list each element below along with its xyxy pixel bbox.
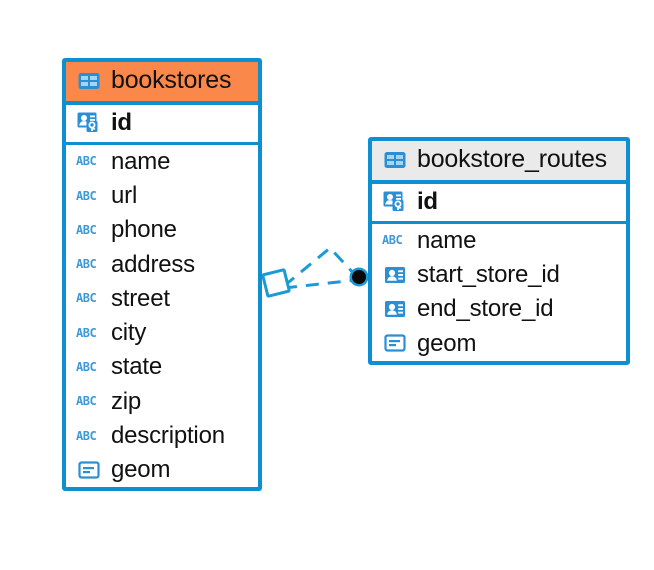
abc-text-icon: ABC	[382, 233, 403, 248]
field-name: state	[111, 353, 163, 381]
field-row-bookstores-state[interactable]: ABC state	[66, 350, 258, 385]
field-row-bookstore-routes-end-store-id[interactable]: end_store_id	[372, 292, 626, 327]
abc-text-icon: ABC	[76, 222, 97, 237]
field-name: name	[417, 226, 477, 254]
geometry-icon	[382, 330, 408, 356]
field-row-bookstore-routes-id[interactable]: id	[372, 183, 626, 224]
entity-bookstores-title: bookstores	[111, 66, 232, 94]
field-name: start_store_id	[417, 261, 560, 289]
entity-bookstore-routes-header[interactable]: bookstore_routes	[372, 141, 626, 184]
field-row-bookstores-id[interactable]: id	[66, 104, 258, 145]
field-name: id	[417, 187, 438, 215]
field-row-bookstores-zip[interactable]: ABC zip	[66, 384, 258, 419]
abc-text-icon: ABC	[76, 154, 97, 169]
foreign-key-icon	[382, 262, 408, 288]
field-row-bookstores-address[interactable]: ABC address	[66, 247, 258, 282]
abc-text-icon: ABC	[76, 325, 97, 340]
abc-text-icon: ABC	[76, 394, 97, 409]
field-name: zip	[111, 387, 142, 415]
field-name: geom	[417, 329, 477, 357]
abc-text-icon: ABC	[76, 257, 97, 272]
entity-bookstores-header[interactable]: bookstores	[66, 62, 258, 105]
relationship-line-upper	[283, 245, 360, 288]
abc-text-icon: ABC	[76, 359, 97, 374]
field-row-bookstore-routes-name[interactable]: ABC name	[372, 223, 626, 259]
field-row-bookstores-description[interactable]: ABC description	[66, 418, 258, 454]
field-name: name	[111, 147, 171, 175]
table-icon	[382, 147, 408, 173]
field-name: url	[111, 182, 138, 210]
field-row-bookstores-phone[interactable]: ABC phone	[66, 213, 258, 248]
entity-bookstores[interactable]: bookstores id ABC	[62, 58, 262, 492]
foreign-key-icon	[382, 296, 408, 322]
field-name: description	[111, 421, 225, 449]
field-name: street	[111, 284, 170, 312]
filled-circle-endpoint-icon	[349, 267, 369, 287]
field-name: city	[111, 319, 147, 347]
field-name: address	[111, 250, 195, 278]
field-name: end_store_id	[417, 295, 554, 323]
relationship-line-lower	[283, 278, 357, 290]
table-icon	[76, 68, 102, 94]
abc-text-icon: ABC	[76, 291, 97, 306]
entity-bookstore-routes-title: bookstore_routes	[417, 145, 607, 173]
field-row-bookstores-name[interactable]: ABC name	[66, 144, 258, 180]
abc-text-icon: ABC	[76, 428, 97, 443]
field-row-bookstores-street[interactable]: ABC street	[66, 281, 258, 317]
diamond-outline-icon	[261, 268, 291, 298]
field-name: id	[111, 108, 132, 136]
entity-bookstore-routes[interactable]: bookstore_routes id ABC	[368, 137, 630, 365]
field-row-bookstores-url[interactable]: ABC url	[66, 179, 258, 214]
geometry-icon	[76, 457, 102, 483]
field-row-bookstore-routes-start-store-id[interactable]: start_store_id	[372, 258, 626, 293]
field-row-bookstores-city[interactable]: ABC city	[66, 316, 258, 351]
abc-text-icon: ABC	[76, 188, 97, 203]
field-name: phone	[111, 216, 177, 244]
primary-key-icon	[382, 188, 408, 214]
primary-key-icon	[76, 109, 102, 135]
field-row-bookstores-geom[interactable]: geom	[66, 453, 258, 488]
field-name: geom	[111, 456, 171, 484]
field-row-bookstore-routes-geom[interactable]: geom	[372, 326, 626, 361]
